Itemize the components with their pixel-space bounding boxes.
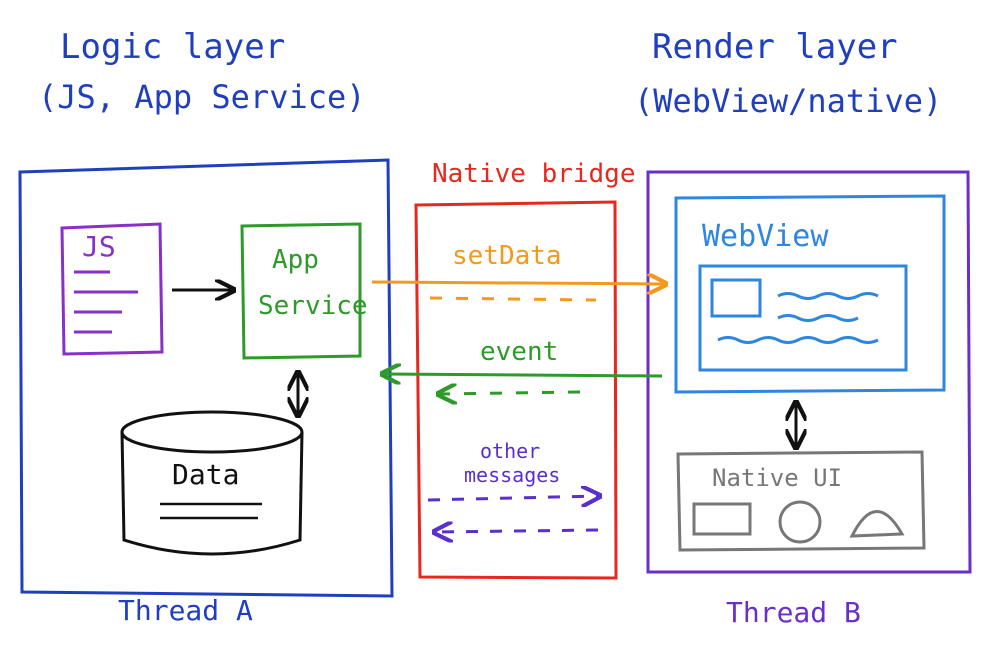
event-arrow bbox=[384, 374, 663, 376]
event-return-dashed bbox=[440, 392, 581, 394]
app-service-node: App Service bbox=[240, 222, 368, 360]
render-layer-box bbox=[646, 170, 972, 574]
app-service-label-line2: Service bbox=[258, 291, 368, 321]
js-node: JS bbox=[60, 222, 164, 356]
webview-image-placeholder bbox=[710, 278, 762, 318]
set-data-label: setData bbox=[452, 241, 562, 271]
other-messages-right-arrow bbox=[427, 496, 598, 500]
thread-b-label: Thread B bbox=[726, 596, 861, 629]
set-data-return-dashed bbox=[429, 296, 597, 302]
set-data-arrow bbox=[371, 282, 664, 284]
render-layer-subtitle: (WebView/native) bbox=[634, 82, 942, 120]
native-ui-rect-shape bbox=[692, 502, 752, 536]
native-ui-node: Native UI bbox=[676, 450, 926, 552]
webview-label: WebView bbox=[702, 219, 829, 254]
logic-layer-box bbox=[18, 158, 394, 598]
event-label: event bbox=[480, 337, 558, 367]
other-messages-label-line2: messages bbox=[464, 463, 560, 487]
app-service-label-line1: App bbox=[272, 245, 319, 275]
native-ui-circle-shape bbox=[778, 500, 822, 544]
webview-node: WebView bbox=[674, 194, 946, 394]
other-messages-label-line1: other bbox=[480, 439, 540, 463]
native-ui-triangle-shape bbox=[849, 510, 905, 538]
native-bridge-box bbox=[414, 200, 618, 580]
data-store-node: Data bbox=[120, 410, 304, 556]
other-messages-left-arrow bbox=[436, 530, 599, 532]
native-bridge-title: Native bridge bbox=[432, 159, 636, 189]
thread-a-label: Thread A bbox=[118, 594, 253, 627]
data-label: Data bbox=[172, 458, 239, 491]
webview-page-frame bbox=[698, 264, 908, 372]
native-ui-label: Native UI bbox=[712, 464, 842, 492]
logic-layer-subtitle: (JS, App Service) bbox=[38, 78, 366, 116]
logic-layer-title: Logic layer bbox=[60, 27, 285, 67]
js-label: JS bbox=[82, 230, 116, 263]
render-layer-title: Render layer bbox=[652, 27, 898, 67]
